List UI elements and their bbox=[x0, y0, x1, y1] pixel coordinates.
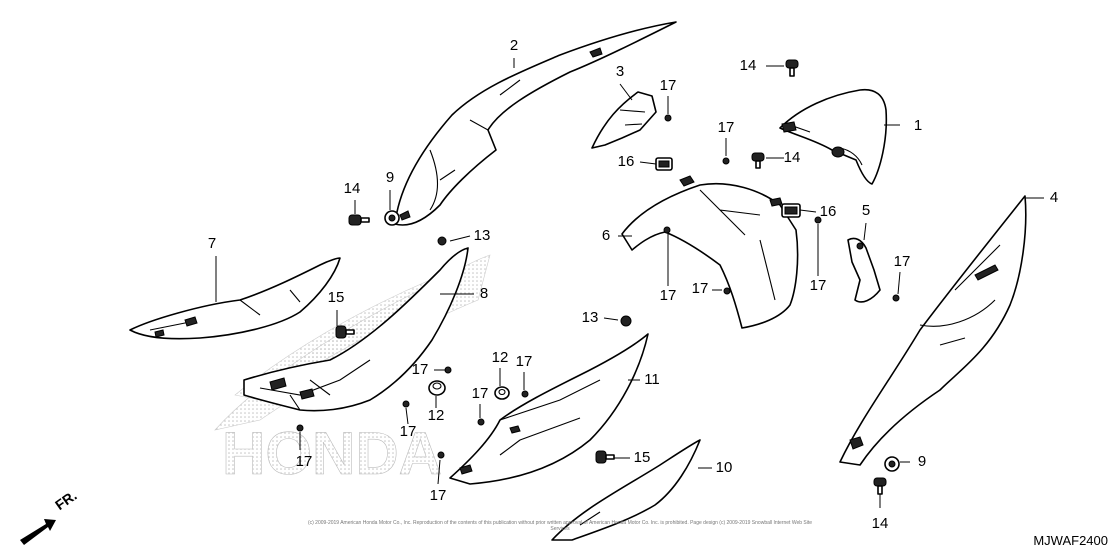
part-16-clip-left[interactable] bbox=[655, 157, 673, 171]
callout-15[interactable]: 15 bbox=[328, 289, 345, 306]
callout-6[interactable]: 6 bbox=[602, 227, 610, 244]
callout-3[interactable]: 3 bbox=[616, 63, 624, 80]
callout-17[interactable]: 17 bbox=[894, 253, 911, 270]
callout-17[interactable]: 17 bbox=[516, 353, 533, 370]
part-16-clip-right[interactable] bbox=[781, 203, 801, 218]
callout-9[interactable]: 9 bbox=[918, 453, 926, 470]
part-1-rear-top-cowl[interactable] bbox=[779, 88, 888, 185]
callout-5[interactable]: 5 bbox=[862, 202, 870, 219]
grommet-9-left[interactable] bbox=[384, 210, 400, 226]
callout-10[interactable]: 10 bbox=[716, 459, 733, 476]
callout-14[interactable]: 14 bbox=[872, 515, 889, 532]
callout-17[interactable]: 17 bbox=[400, 423, 417, 440]
nut-13-left[interactable] bbox=[437, 236, 447, 246]
part-4-right-side-cowl[interactable] bbox=[839, 195, 1027, 466]
callout-15[interactable]: 15 bbox=[634, 449, 651, 466]
callout-17[interactable]: 17 bbox=[660, 77, 677, 94]
fastener-15-right[interactable] bbox=[595, 450, 615, 464]
callout-11[interactable]: 11 bbox=[644, 371, 660, 388]
front-direction-arrow bbox=[20, 519, 56, 545]
grommet-9-right[interactable] bbox=[884, 456, 900, 472]
callout-labels: 1234567899101112121313141414141515161617… bbox=[208, 37, 1058, 532]
part-6-center-cowl[interactable] bbox=[621, 175, 799, 329]
fastener-14-top[interactable] bbox=[785, 59, 799, 77]
callout-8[interactable]: 8 bbox=[480, 285, 488, 302]
callout-17[interactable]: 17 bbox=[412, 361, 429, 378]
callout-13[interactable]: 13 bbox=[582, 309, 599, 326]
collar-12-left[interactable] bbox=[428, 380, 446, 396]
callout-2[interactable]: 2 bbox=[510, 37, 518, 54]
callout-4[interactable]: 4 bbox=[1050, 189, 1058, 206]
callout-14[interactable]: 14 bbox=[784, 149, 801, 166]
collar-12-right[interactable] bbox=[494, 386, 510, 400]
callout-17[interactable]: 17 bbox=[296, 453, 313, 470]
fastener-14-mid[interactable] bbox=[751, 152, 765, 169]
callout-17[interactable]: 17 bbox=[692, 280, 709, 297]
fastener-14-bottom[interactable] bbox=[873, 477, 887, 495]
part-2-upper-cowl[interactable] bbox=[394, 21, 677, 226]
nut-13-right[interactable] bbox=[620, 315, 632, 327]
leader-lines bbox=[215, 58, 1044, 508]
callout-16[interactable]: 16 bbox=[618, 153, 635, 170]
callout-17[interactable]: 17 bbox=[430, 487, 447, 504]
part-11-lower-side-cover[interactable] bbox=[449, 333, 649, 485]
part-8-inner-frame-cover[interactable] bbox=[243, 247, 469, 412]
callout-17[interactable]: 17 bbox=[660, 287, 677, 304]
callout-14[interactable]: 14 bbox=[344, 180, 361, 197]
callout-1[interactable]: 1 bbox=[914, 117, 922, 134]
callout-12[interactable]: 12 bbox=[428, 407, 445, 424]
callout-16[interactable]: 16 bbox=[820, 203, 837, 220]
part-7-side-panel[interactable] bbox=[129, 257, 341, 340]
callout-12[interactable]: 12 bbox=[492, 349, 509, 366]
diagram-code: MJWAF2400 bbox=[1033, 533, 1108, 548]
callout-17[interactable]: 17 bbox=[472, 385, 489, 402]
callout-7[interactable]: 7 bbox=[208, 235, 216, 252]
callout-13[interactable]: 13 bbox=[474, 227, 491, 244]
part-10-lower-strip[interactable] bbox=[551, 439, 701, 541]
fastener-15-left[interactable] bbox=[335, 325, 355, 339]
callout-17[interactable]: 17 bbox=[718, 119, 735, 136]
part-5-bracket[interactable] bbox=[847, 237, 881, 303]
watermark-text: HONDA bbox=[222, 420, 442, 487]
fastener-14-left[interactable] bbox=[348, 214, 370, 226]
part-3-bracket[interactable] bbox=[591, 91, 657, 149]
callout-9[interactable]: 9 bbox=[386, 169, 394, 186]
copyright-notice: (c) 2009-2019 American Honda Motor Co., … bbox=[307, 520, 813, 532]
callout-17[interactable]: 17 bbox=[810, 277, 827, 294]
callout-14[interactable]: 14 bbox=[740, 57, 757, 74]
